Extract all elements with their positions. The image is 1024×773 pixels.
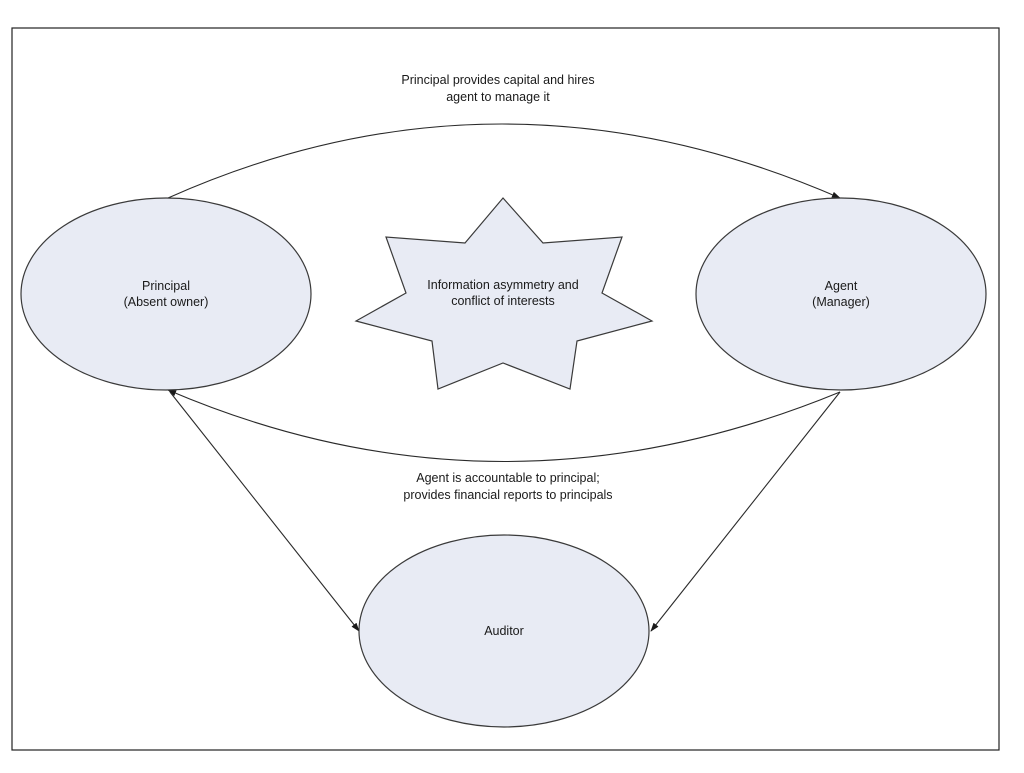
- conflict-star: [354, 197, 654, 390]
- conflict-sublabel: conflict of interests: [451, 294, 555, 308]
- arrow-agent-to-auditor: [650, 391, 841, 632]
- principal-label: Principal: [142, 279, 190, 293]
- auditor-label: Auditor: [484, 624, 524, 638]
- arrow-principal-to-auditor: [169, 391, 360, 632]
- auditor-node: [358, 534, 650, 728]
- agent-sublabel: (Manager): [812, 295, 870, 309]
- principal-to-agent-label: Principal provides capital and hires: [401, 73, 594, 87]
- agent-to-principal-label: Agent is accountable to principal;: [416, 471, 599, 485]
- principal-to-agent-sublabel: agent to manage it: [446, 90, 550, 104]
- agent-label: Agent: [825, 279, 858, 293]
- conflict-label: Information asymmetry and: [427, 278, 578, 292]
- arrow-principal-to-agent: [167, 123, 841, 199]
- principal-sublabel: (Absent owner): [124, 295, 209, 309]
- agent-node: [695, 197, 987, 391]
- agent-to-principal-sublabel: provides financial reports to principals: [403, 488, 612, 502]
- principal-node: [20, 197, 312, 391]
- arrow-agent-to-principal: [167, 389, 841, 462]
